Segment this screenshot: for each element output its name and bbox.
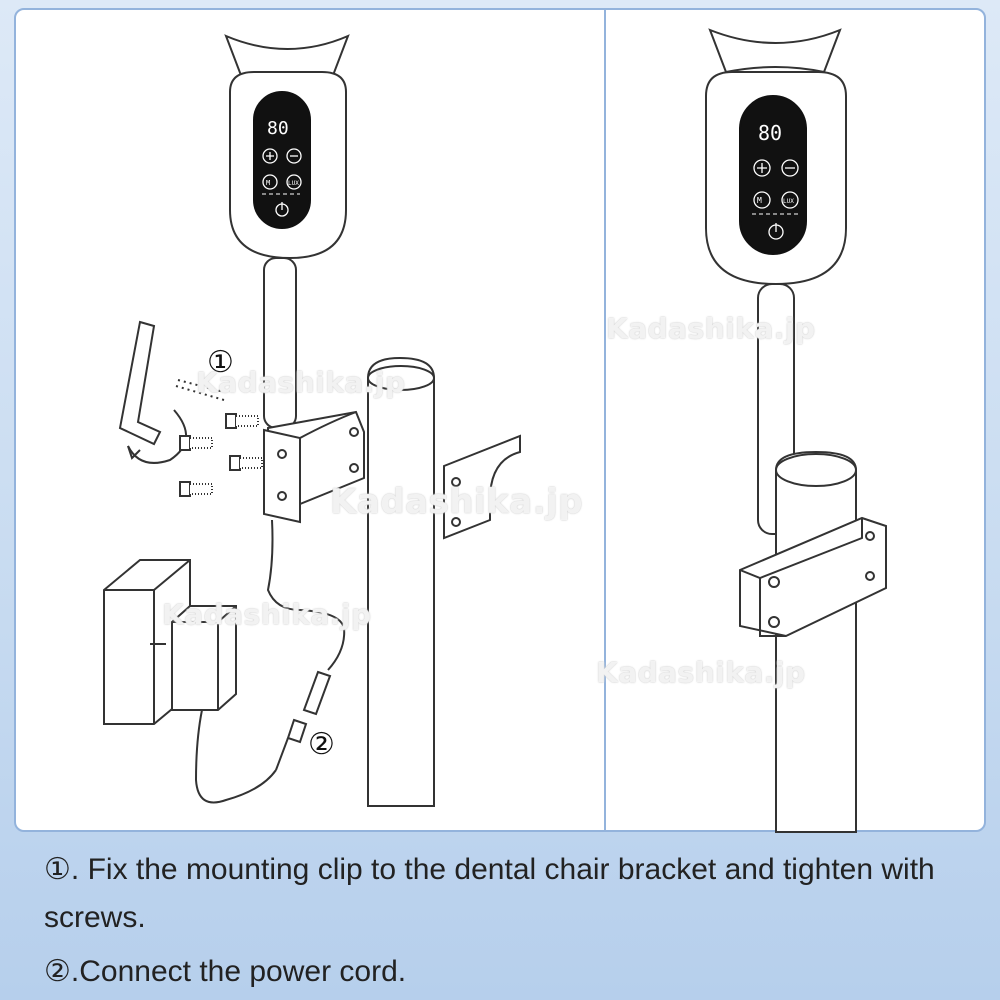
m-key-label-installed: M bbox=[757, 196, 762, 205]
clamp-half bbox=[443, 434, 521, 540]
rotation-arrow bbox=[127, 409, 188, 464]
m-key-label: M bbox=[266, 179, 270, 187]
step-marker-one: ① bbox=[207, 345, 234, 380]
plus-icon bbox=[262, 148, 278, 164]
step-two-number: ② bbox=[44, 954, 71, 989]
power-cable bbox=[266, 519, 346, 671]
lux-key-label: LUX bbox=[288, 180, 299, 187]
control-panel bbox=[253, 91, 311, 229]
step-marker-two: ② bbox=[308, 727, 335, 762]
display-reading: 80 bbox=[267, 118, 289, 139]
adapter-cable bbox=[194, 709, 277, 804]
watermark: Kadashika.jp bbox=[596, 656, 806, 689]
power-adapter bbox=[171, 605, 237, 711]
mode-icon bbox=[753, 191, 771, 209]
plus-icon bbox=[753, 159, 771, 177]
clip-hole bbox=[277, 449, 287, 459]
screw bbox=[225, 413, 259, 429]
screw bbox=[229, 455, 263, 471]
cable-connector-male bbox=[302, 670, 332, 716]
chair-post-installed bbox=[775, 450, 857, 833]
watermark: Kadashika.jp bbox=[606, 312, 816, 345]
step-one-number: ① bbox=[44, 852, 71, 887]
chair-post bbox=[367, 356, 435, 807]
minus-icon bbox=[781, 159, 799, 177]
lamp-arm bbox=[263, 257, 297, 429]
screw bbox=[179, 481, 213, 497]
lux-icon bbox=[286, 174, 302, 190]
cable-connector-female bbox=[286, 718, 308, 744]
watermark: Kadashika.jp bbox=[162, 598, 372, 631]
screw bbox=[179, 435, 213, 451]
instructions-caption: ①. Fix the mounting clip to the dental c… bbox=[44, 846, 974, 996]
watermark: Kadashika.jp bbox=[330, 482, 584, 522]
installation-illustration: ① ② 80 M LUX 80 M LUX bbox=[103, 28, 887, 833]
lux-key-label-installed: LUX bbox=[783, 198, 794, 205]
lux-icon bbox=[781, 191, 799, 209]
instruction-step-two: ②.Connect the power cord. bbox=[44, 948, 974, 996]
direction-arrow bbox=[177, 379, 225, 393]
control-panel-installed bbox=[739, 95, 807, 255]
display-reading-installed: 80 bbox=[758, 121, 782, 145]
instruction-step-one: ①. Fix the mounting clip to the dental c… bbox=[44, 846, 974, 942]
clip-hole bbox=[277, 491, 287, 501]
clamp-hole bbox=[768, 616, 780, 628]
lamp-head-top-installed bbox=[708, 28, 842, 74]
watermark: Kadashika.jp bbox=[196, 366, 406, 399]
panel-divider bbox=[604, 8, 606, 832]
clamp-hole bbox=[768, 576, 780, 588]
step-one-text: . Fix the mounting clip to the dental ch… bbox=[44, 853, 935, 934]
mode-icon bbox=[262, 174, 278, 190]
step-two-text: .Connect the power cord. bbox=[70, 955, 407, 988]
minus-icon bbox=[286, 148, 302, 164]
hex-key bbox=[118, 320, 162, 446]
